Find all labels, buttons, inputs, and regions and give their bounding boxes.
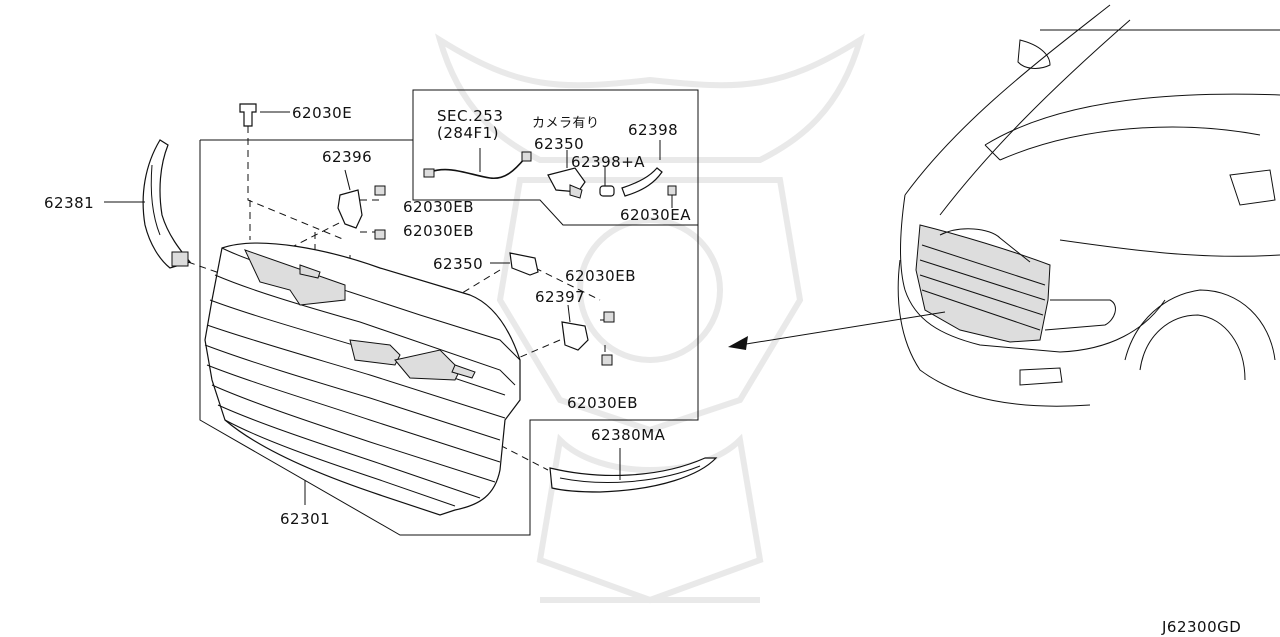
bracket-62350 <box>490 252 539 276</box>
diagram-code: J62300GD <box>1161 618 1241 636</box>
lower-molding-62380MA <box>549 448 718 493</box>
label-sec-sub: (284F1) <box>437 124 499 142</box>
clip-62030EB-2 <box>374 229 386 240</box>
camera-harness <box>423 151 532 180</box>
garnish-parts-inset <box>599 140 677 208</box>
label-62030EA: 62030EA <box>620 206 691 224</box>
clip-62030E <box>239 103 257 127</box>
label-62398A: 62398+A <box>571 153 645 171</box>
label-sec-ref: SEC.253 <box>437 107 503 125</box>
camera-inset-box <box>199 89 699 536</box>
front-grille-62301 <box>204 242 521 516</box>
leader-lines <box>104 111 606 505</box>
bracket-62397 <box>561 304 589 351</box>
label-62030EB-3: 62030EB <box>565 267 636 285</box>
label-62030EB-1: 62030EB <box>403 198 474 216</box>
camera-bracket-inset <box>547 167 586 199</box>
bracket-62396 <box>337 169 363 229</box>
label-62380MA: 62380MA <box>591 426 666 444</box>
clip-62030EB-4 <box>601 354 613 366</box>
clip-62030EB-1 <box>374 185 386 196</box>
side-trim-62381 <box>142 139 192 269</box>
label-62350-inset: 62350 <box>534 135 584 153</box>
label-camera-note: カメラ有り <box>532 116 600 131</box>
label-62381: 62381 <box>44 194 94 212</box>
clip-62030EB-3 <box>603 311 615 323</box>
label-62030E: 62030E <box>292 104 352 122</box>
label-62030EB-2: 62030EB <box>403 222 474 240</box>
pointer-arrow <box>728 311 946 350</box>
label-62301: 62301 <box>280 510 330 528</box>
label-62396: 62396 <box>322 148 372 166</box>
vehicle-illustration <box>897 4 1280 407</box>
label-62030EB-4: 62030EB <box>567 394 638 412</box>
label-62398: 62398 <box>628 121 678 139</box>
label-62397: 62397 <box>535 288 585 306</box>
label-62350: 62350 <box>433 255 483 273</box>
